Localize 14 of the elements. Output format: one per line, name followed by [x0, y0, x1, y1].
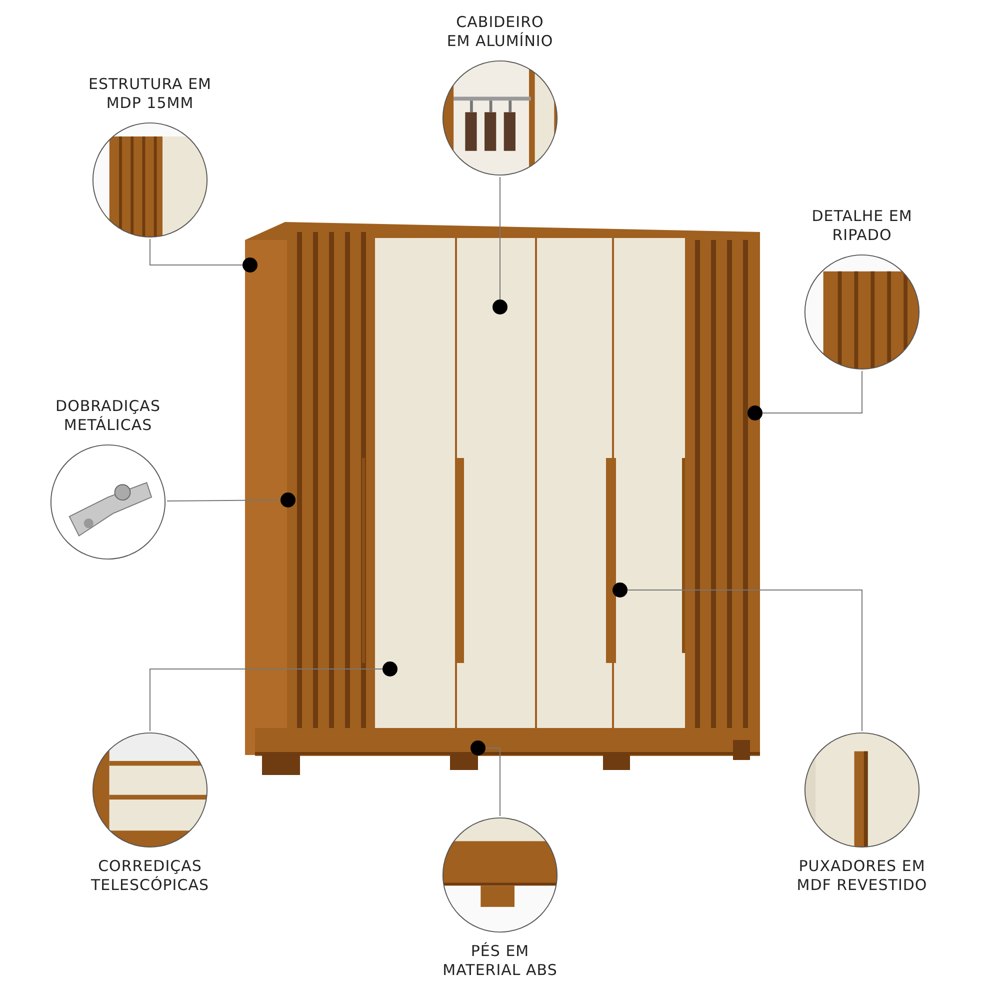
feature-heading: CABIDEIRO EM ALUMÍNIO: [446, 13, 554, 51]
leader-line: [150, 238, 258, 272]
feature-heading: DETALHE EM RIPADO: [810, 207, 914, 245]
leader-line: [612, 582, 862, 732]
leader-line: [492, 176, 508, 314]
leader-line: [470, 740, 500, 816]
feature-heading: DOBRADIÇAS METÁLICAS: [54, 397, 162, 435]
feature-heading: PÉS EM MATERIAL ABS: [442, 942, 558, 980]
feature-heading: PUXADORES EM MDF REVESTIDO: [796, 857, 928, 895]
leader-line: [748, 370, 862, 420]
leader-line: [166, 492, 296, 508]
feature-heading: CORREDIÇAS TELESCÓPICAS: [90, 857, 210, 895]
feature-heading: ESTRUTURA EM MDP 15MM: [88, 75, 212, 113]
leader-line: [150, 662, 398, 732]
